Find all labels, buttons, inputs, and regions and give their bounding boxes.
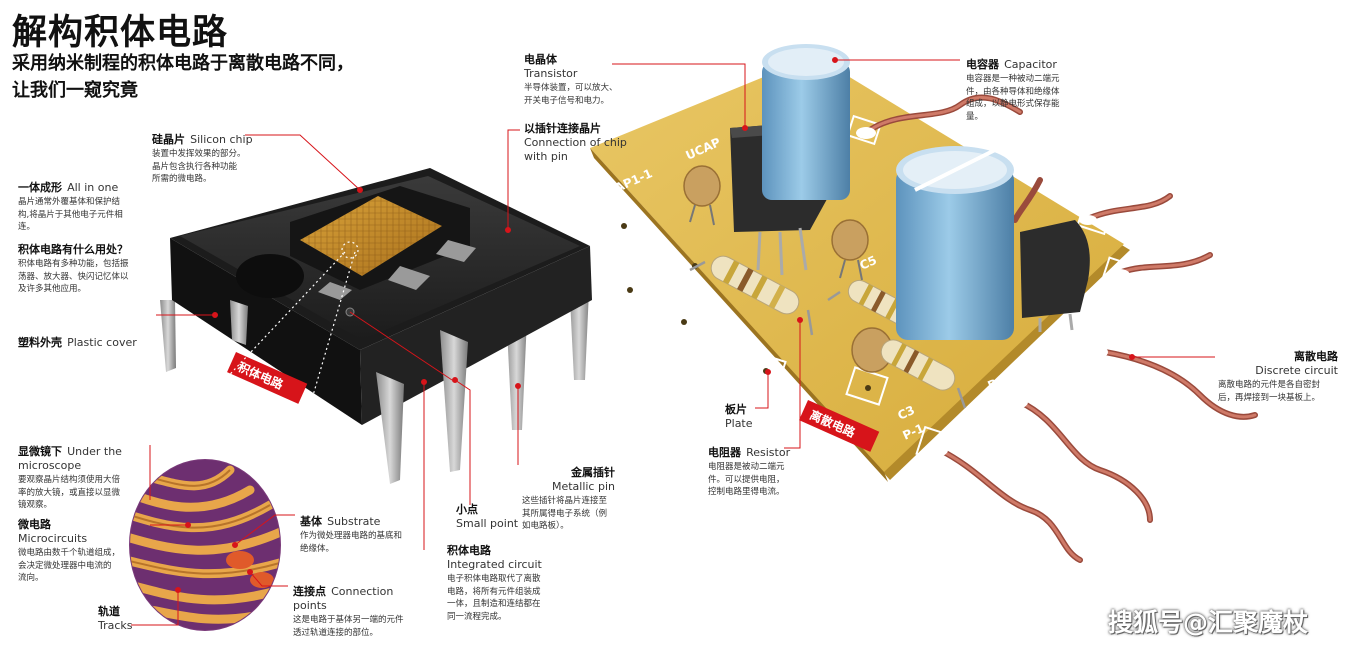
pcb-mark-c4: C4 — [650, 233, 671, 253]
pcb-mark-c5: C5 — [858, 253, 879, 273]
pcb-board: UCAP1-1 UCAP C4 C5 C3 P-1 P-1 J-1 J-1 — [590, 56, 1142, 482]
label-what-use: 积体电路有什么用处？ 积体电路有多种功能，包括振 荡器、放大器、快闪记忆体以 及… — [18, 243, 129, 294]
label-transistor: 电晶体 Transistor 半导体装置，可以放大、 开关电子信号和电力。 — [524, 53, 618, 106]
watermark: 搜狐号@汇聚魔杖 — [1108, 608, 1309, 637]
label-plate: 板片 Plate — [725, 403, 753, 430]
leader-lines — [131, 57, 1215, 626]
page-title: 解构积体电路 — [12, 13, 229, 53]
transistor-part-2 — [1020, 220, 1090, 332]
label-resistor: 电阻器 Resistor 电阻器是被动二端元 件。可以提供电阻， 控制电路里得电… — [708, 446, 791, 497]
subtitle-line-1: 采用纳米制程的积体电路于离散电路不同， — [12, 53, 354, 74]
resistors — [689, 255, 967, 409]
pcb-mark-j2: J-1 — [730, 341, 750, 364]
ceramic-capacitors — [683, 165, 893, 373]
pcb-mark-j1: J-1 — [645, 284, 665, 307]
lead-wires — [856, 94, 1258, 563]
label-small-point: 小点 Small point — [456, 503, 519, 530]
label-connection-points: 连接点 Connection points 这是电路于基体另一端的元件 透过轨道… — [293, 585, 404, 638]
label-tracks: 轨道 Tracks — [98, 605, 133, 632]
label-integrated-circuit: 积体电路 Integrated circuit 电子积体电路取代了离散 电路，将… — [447, 544, 542, 622]
microscope-zoom — [127, 457, 283, 633]
electrolytic-capacitor-1 — [762, 44, 850, 200]
label-metallic-pin: 金属插针 Metallic pin 这些插针将晶片连接至 其所属得电子系统（例 … — [522, 466, 615, 531]
subtitle-line-2: 让我们一窥究竟 — [12, 80, 138, 101]
label-capacitor: 电容器 Capacitor 电容器是一种被动二端元 件，由各种导体和绝缘体 组成… — [966, 58, 1060, 122]
label-microcircuits: 微电路 Microcircuits 微电路由数千个轨道组成， 会决定微处理器中电… — [18, 518, 121, 583]
label-plastic-cover: 塑料外壳 Plastic cover — [18, 336, 137, 349]
label-all-in-one: 一体成形 All in one 晶片通常外覆基体和保护结 构,将晶片于其他电子元… — [18, 181, 123, 232]
page-subtitle: 采用纳米制程的积体电路于离散电路不同， 让我们一窥究竟 — [12, 50, 372, 104]
label-discrete-circuit: 离散电路 Discrete circuit 离散电路的元件是各自密封 后，再焊接… — [1218, 350, 1338, 403]
label-silicon-chip: 硅晶片 Silicon chip 装置中发挥效果的部分。 晶片包含执行各种功能 … — [152, 133, 253, 184]
label-microscope: 显微镜下 Under the microscope 要观察晶片结构须使用大倍 率… — [18, 445, 122, 510]
silicon-die — [300, 196, 442, 276]
electrolytic-capacitor-2 — [896, 146, 1014, 340]
ic-chip — [160, 168, 592, 484]
zoom-guide-lines — [139, 241, 359, 516]
pcb-mark-c3: C3 — [896, 403, 917, 423]
label-connection-pin: 以插针连接晶片 Connection of chip with pin — [524, 122, 627, 163]
label-substrate: 基体 Substrate 作为微处理器电路的基底和 绝缘体。 — [300, 515, 403, 554]
